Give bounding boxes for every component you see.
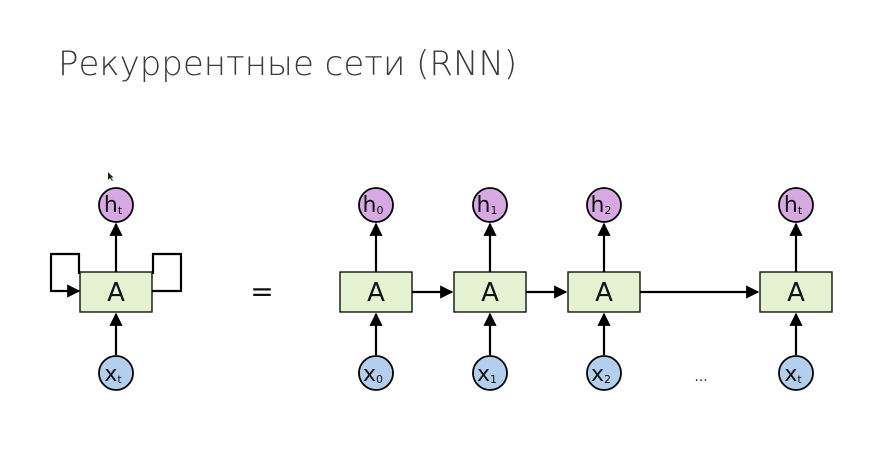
rnn-cell — [567, 271, 641, 313]
input-node — [98, 355, 134, 391]
rnn-cell-label: A — [107, 278, 125, 308]
equals-sign: = — [250, 275, 273, 308]
rnn-cell — [759, 271, 833, 313]
input-node — [586, 355, 622, 391]
unrolled-step: A ht xt — [759, 187, 833, 391]
hidden-state-label: h0 — [363, 193, 384, 218]
unrolled-step: A h2 x2 — [567, 187, 641, 391]
input-node — [778, 355, 814, 391]
ellipsis: ... — [694, 369, 707, 385]
hidden-state-node — [358, 187, 394, 223]
hidden-state-label: ht — [784, 193, 803, 218]
rnn-cell — [79, 271, 153, 313]
unrolled-step: A h0 x0 — [339, 187, 413, 391]
unrolled-rnn: A h0 x0 A h1 x1 A h2 x2 — [339, 187, 833, 391]
slide-title: Рекуррентные сети (RNN) — [58, 44, 518, 84]
input-label: x0 — [363, 362, 383, 387]
rnn-cell-label: A — [367, 278, 385, 308]
hidden-state-label: h1 — [477, 193, 498, 218]
input-node — [358, 355, 394, 391]
input-node — [472, 355, 508, 391]
input-label: xt — [104, 362, 122, 387]
input-label: xt — [784, 362, 802, 387]
folded-rnn: A ht xt — [49, 187, 183, 391]
rnn-cell — [453, 271, 527, 313]
rnn-cell-label: A — [481, 278, 499, 308]
input-label: x1 — [477, 362, 497, 387]
input-label: x2 — [591, 362, 611, 387]
hidden-state-node — [98, 187, 134, 223]
rnn-cell-label: A — [787, 278, 805, 308]
recurrent-loop-return — [49, 252, 81, 298]
rnn-cell — [339, 271, 413, 313]
recurrent-loop-arrow — [151, 252, 183, 293]
hidden-state-node — [472, 187, 508, 223]
rnn-cell-label: A — [595, 278, 613, 308]
cursor-icon — [108, 172, 114, 181]
unrolled-step: A h1 x1 — [453, 187, 527, 391]
hidden-state-label: ht — [104, 193, 123, 218]
hidden-state-node — [778, 187, 814, 223]
hidden-state-node — [586, 187, 622, 223]
hidden-state-label: h2 — [591, 193, 612, 218]
